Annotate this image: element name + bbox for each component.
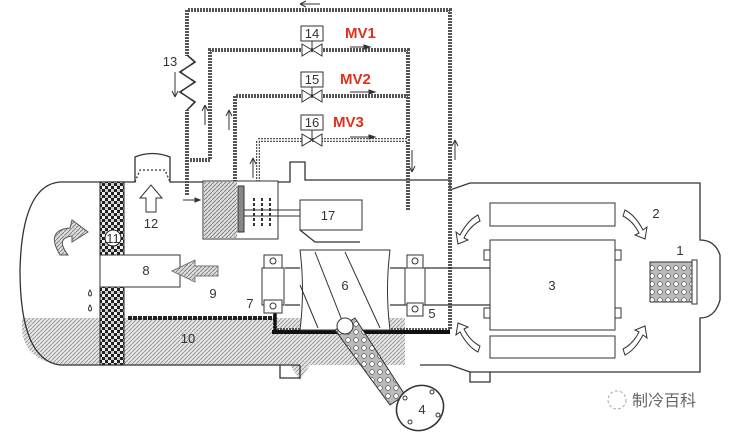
label-10: 10 [181, 331, 195, 346]
label-3: 3 [548, 278, 555, 293]
label-8: 8 [142, 263, 149, 278]
mv3-label: MV3 [333, 114, 364, 131]
flow-arrow-curved-icon [53, 219, 89, 256]
arrow-icon [299, 0, 320, 8]
flow-arrow-left-icon [170, 259, 219, 283]
stator-top [489, 202, 616, 227]
flow-arrows-gas [455, 209, 648, 356]
label-1: 1 [676, 243, 683, 258]
label-11: 11 [106, 231, 120, 246]
part-17-actuator [299, 199, 363, 231]
valve-16[interactable]: 16 MV3 [300, 114, 377, 147]
label-15: 15 [305, 72, 319, 87]
part-3-motor [489, 239, 616, 331]
label-14: 14 [305, 26, 319, 41]
mv1-label: MV1 [345, 25, 376, 42]
valve-14[interactable]: 14 MV1 [300, 25, 376, 57]
label-16: 16 [305, 115, 319, 130]
flow-arrow-up-icon [138, 184, 164, 213]
part-7-bearing: 7 [246, 254, 285, 314]
label-13: 13 [163, 54, 177, 69]
label-5: 5 [428, 306, 435, 321]
part-6-screw-rotor: 6 [299, 249, 391, 331]
part-5-bearing: 5 [404, 254, 436, 321]
label-4: 4 [418, 402, 425, 417]
label-17: 17 [321, 208, 335, 223]
label-12: 12 [144, 216, 158, 231]
watermark: 制冷百科 [607, 390, 696, 410]
stator-bottom [489, 335, 616, 359]
label-9: 9 [209, 286, 216, 301]
separator-shell [19, 152, 721, 383]
label-2: 2 [652, 206, 659, 221]
mv2-label: MV2 [340, 71, 371, 88]
part-4-flange: 4 [395, 384, 445, 432]
label-7: 7 [246, 296, 253, 311]
part-1-suction-filter: 1 [649, 243, 698, 305]
label-6: 6 [341, 278, 348, 293]
watermark-text: 制冷百科 [632, 391, 696, 410]
droplet-icon [88, 289, 92, 312]
part-8-discharge [99, 254, 181, 288]
valve-15[interactable]: 15 MV2 [300, 71, 377, 103]
